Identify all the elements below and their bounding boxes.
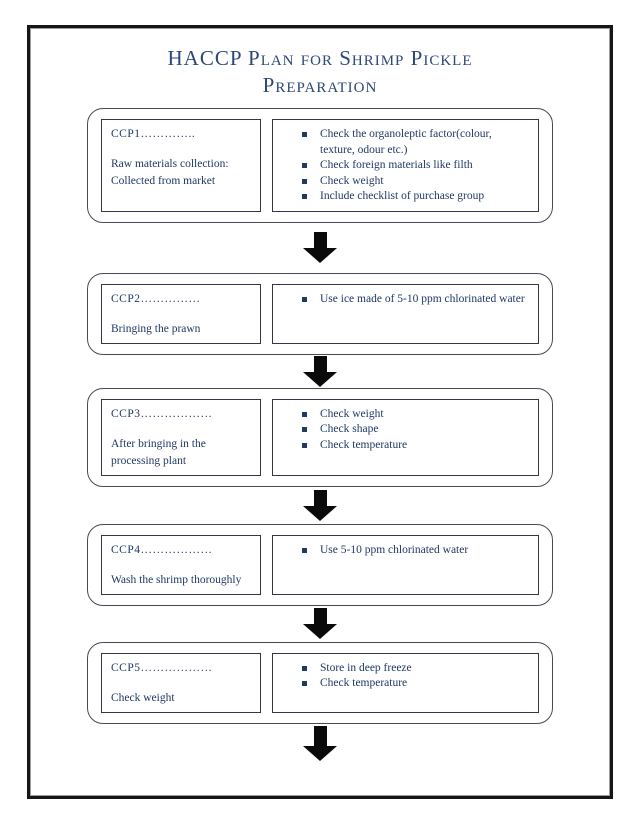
arrow-down-icon	[303, 248, 337, 263]
arrow-stem	[313, 489, 327, 506]
page-title-line2: Preparation	[262, 73, 378, 97]
description-line: Check weight	[111, 691, 175, 704]
flow-row: CCP1………….. Raw materials collection: Coll…	[87, 108, 553, 273]
checklist-item: Use 5-10 ppm chlorinated water	[302, 543, 528, 559]
ccp-label-box: CCP2…………… Bringing the prawn	[101, 283, 261, 344]
ccp-number: CCP4………………	[111, 543, 213, 556]
checklist-item-text: Check the organoleptic factor(colour, te…	[320, 128, 492, 156]
checklist-item: Store in deep freeze	[302, 661, 528, 677]
checklist-item: Use ice made of 5-10 ppm chlorinated wat…	[302, 292, 528, 308]
arrow-down-icon	[303, 746, 337, 761]
bullet-square-icon	[302, 665, 307, 671]
checklist-item: Check weight	[302, 174, 528, 190]
description-line: Raw materials collection:	[111, 158, 229, 170]
arrow-down-icon	[303, 371, 337, 387]
bullet-square-icon	[302, 178, 307, 184]
page-title-line1: HACCP Plan for Shrimp Pickle	[167, 46, 473, 70]
ccp-label-box: CCP3……………… After bringing in the processi…	[101, 398, 261, 476]
ccp-group: CCP1………….. Raw materials collection: Coll…	[87, 108, 553, 223]
ccp-checklist-box: Check the organoleptic factor(colour, te…	[272, 119, 539, 212]
checklist-item: Check weight	[302, 407, 528, 423]
arrow-stem	[313, 232, 327, 248]
ccp-number: CCP3………………	[111, 407, 213, 420]
ccp-description: Check weight	[111, 690, 251, 707]
description-line: Bringing the prawn	[111, 322, 201, 335]
ccp-checklist-box: Use ice made of 5-10 ppm chlorinated wat…	[272, 283, 539, 344]
checklist: Use ice made of 5-10 ppm chlorinated wat…	[283, 292, 528, 308]
checklist-item-text: Include checklist of purchase group	[320, 190, 485, 202]
ccp-description: Wash the shrimp thoroughly	[111, 572, 251, 589]
checklist-item: Check the organoleptic factor(colour, te…	[302, 127, 528, 158]
description-line: Collected from market	[111, 175, 216, 187]
bullet-square-icon	[302, 194, 307, 199]
checklist: Check the organoleptic factor(colour, te…	[283, 127, 528, 205]
flow-arrow	[87, 355, 553, 388]
flow-arrow	[87, 487, 553, 524]
arrow-stem	[313, 608, 327, 624]
flowchart: CCP1………….. Raw materials collection: Coll…	[87, 108, 553, 764]
flow-row: CCP3……………… After bringing in the processi…	[87, 387, 553, 524]
checklist-item-text: Check foreign materials like filth	[320, 159, 473, 171]
bullet-square-icon	[302, 442, 307, 448]
checklist-item: Check foreign materials like filth	[302, 158, 528, 174]
flow-row: CCP5……………… Check weight Store in deep fr…	[87, 641, 553, 764]
ccp-label-box: CCP5……………… Check weight	[101, 652, 261, 713]
checklist: Use 5-10 ppm chlorinated water	[283, 543, 528, 559]
checklist-item: Check shape	[302, 422, 528, 438]
arrow-down-icon	[303, 505, 337, 521]
ccp-description: Raw materials collection: Collected from …	[111, 156, 251, 190]
checklist-item-text: Use 5-10 ppm chlorinated water	[320, 543, 469, 556]
bullet-square-icon	[302, 427, 307, 432]
description-line: After bringing in the	[111, 437, 206, 450]
checklist-item: Check temperature	[302, 676, 528, 692]
ccp-label-box: CCP1………….. Raw materials collection: Coll…	[101, 119, 261, 212]
ccp-number: CCP2……………	[111, 292, 201, 305]
bullet-square-icon	[302, 411, 307, 417]
arrow-stem	[313, 355, 327, 372]
checklist-item: Include checklist of purchase group	[302, 189, 528, 205]
checklist-item-text: Check weight	[320, 407, 384, 420]
description-line: processing plant	[111, 454, 187, 467]
flow-row: CCP2…………… Bringing the prawn Use ice mad…	[87, 272, 553, 388]
checklist-item-text: Use ice made of 5-10 ppm chlorinated wat…	[320, 292, 525, 305]
page-title: HACCP Plan for Shrimp Pickle Preparation	[40, 45, 600, 99]
ccp-description: Bringing the prawn	[111, 321, 251, 338]
arrow-stem	[313, 726, 327, 746]
ccp-group: CCP3……………… After bringing in the processi…	[87, 387, 553, 487]
page-border-frame: HACCP Plan for Shrimp Pickle Preparation…	[27, 25, 613, 799]
flow-arrow	[87, 223, 553, 273]
checklist-item-text: Store in deep freeze	[320, 661, 412, 674]
checklist-item-text: Check weight	[320, 174, 384, 187]
checklist-item-text: Check temperature	[320, 438, 408, 451]
ccp-label-box: CCP4……………… Wash the shrimp thoroughly	[101, 534, 261, 595]
ccp-number: CCP5………………	[111, 661, 213, 674]
bullet-square-icon	[302, 681, 307, 686]
checklist-item-text: Check temperature	[320, 677, 408, 689]
ccp-group: CCP4……………… Wash the shrimp thoroughly Us…	[87, 523, 553, 606]
flow-arrow	[87, 606, 553, 642]
ccp-group: CCP5……………… Check weight Store in deep fr…	[87, 641, 553, 724]
bullet-square-icon	[302, 132, 307, 137]
arrow-down-icon	[303, 624, 337, 639]
bullet-square-icon	[302, 296, 307, 302]
checklist-item: Check temperature	[302, 438, 528, 454]
ccp-group: CCP2…………… Bringing the prawn Use ice mad…	[87, 272, 553, 355]
bullet-square-icon	[302, 163, 307, 168]
bullet-square-icon	[302, 547, 307, 553]
ccp-checklist-box: Use 5-10 ppm chlorinated water	[272, 534, 539, 595]
ccp-number: CCP1…………..	[111, 128, 196, 140]
flow-arrow	[87, 724, 553, 764]
flow-row: CCP4……………… Wash the shrimp thoroughly Us…	[87, 523, 553, 642]
description-line: Wash the shrimp thoroughly	[111, 573, 242, 586]
checklist-item-text: Check shape	[320, 423, 379, 435]
ccp-description: After bringing in the processing plant	[111, 436, 251, 470]
